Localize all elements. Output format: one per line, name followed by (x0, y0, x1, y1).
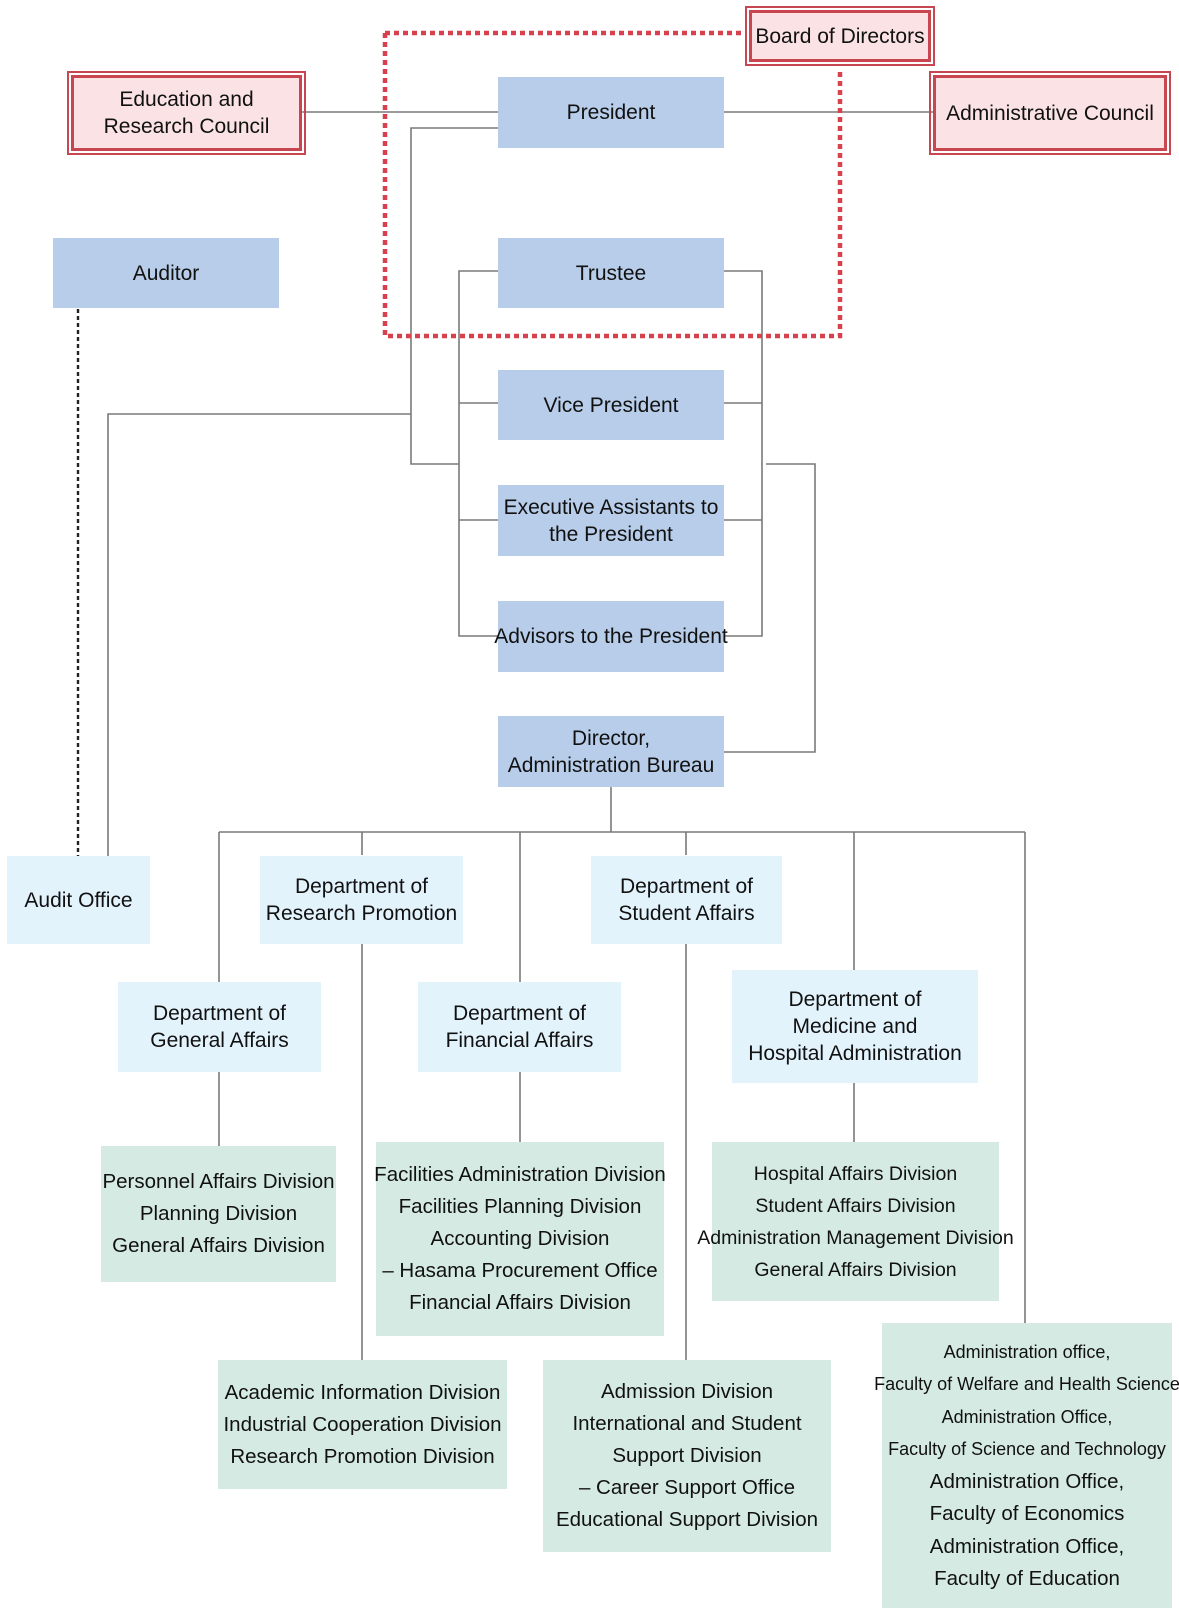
text-line: Director, (571, 726, 651, 750)
text-line: General Affairs Division (754, 1258, 957, 1281)
text-line: Support Division (612, 1444, 762, 1467)
text-line: Faculty of Education (934, 1567, 1120, 1590)
text-line: Research Promotion Division (230, 1444, 495, 1468)
text-line: Department of (152, 1002, 287, 1025)
text-line: Medicine and (792, 1015, 918, 1038)
text-line: Personnel Affairs Division (102, 1170, 335, 1193)
text-line: Vice President (543, 393, 679, 417)
text-line: Hospital Administration (748, 1042, 962, 1065)
text-line: Financial Affairs (445, 1029, 594, 1052)
text-line: Trustee (575, 261, 647, 285)
text-line: Hospital Affairs Division (753, 1162, 958, 1185)
board-label: Board of Directors (755, 24, 925, 48)
executive-assistants-box: Executive Assistants to the President (498, 485, 724, 556)
text-line: General Affairs (150, 1029, 289, 1052)
faculty-offices-divisions: Administration office, Faculty of Welfar… (874, 1323, 1179, 1608)
text-line: Faculty of Economics (929, 1502, 1125, 1525)
financial-affairs-dept: Department of Financial Affairs (418, 982, 621, 1072)
text-line: Department of (619, 875, 754, 898)
text-line: Facilities Administration Division (374, 1163, 666, 1186)
text-line: Planning Division (139, 1202, 298, 1225)
medicine-hospital-divisions: Hospital Affairs Division Student Affair… (697, 1142, 1014, 1301)
president-box: President (498, 77, 724, 148)
text-line: Facilities Planning Division (398, 1195, 642, 1218)
medicine-hospital-dept: Department of Medicine and Hospital Admi… (732, 970, 978, 1083)
research-promotion-divisions: Academic Information Division Industrial… (218, 1360, 507, 1489)
general-affairs-dept: Department of General Affairs (118, 982, 321, 1072)
text-line: Audit Office (24, 888, 133, 912)
text-line: – Career Support Office (578, 1476, 796, 1499)
text-line: the President (549, 522, 673, 546)
auditor-box: Auditor (53, 238, 279, 308)
board-of-directors: Board of Directors (745, 6, 935, 66)
research-promotion-dept: Department of Research Promotion (260, 856, 463, 944)
text-line: Industrial Cooperation Division (223, 1412, 502, 1436)
text-line: Financial Affairs Division (409, 1291, 631, 1314)
text-line: Faculty of Welfare and Health Science (874, 1374, 1179, 1394)
text-line: Research Promotion (265, 902, 458, 925)
text-line: Admission Division (600, 1380, 774, 1403)
text-line: Academic Information Division (224, 1380, 501, 1404)
text-line: Administration Bureau (507, 753, 715, 777)
text-line: Student Affairs Division (755, 1194, 956, 1217)
text-line: Educational Support Division (555, 1508, 819, 1531)
advisors-box: Advisors to the President (494, 601, 728, 672)
text-line: General Affairs Division (112, 1234, 325, 1257)
text-line: Administration office, (943, 1341, 1111, 1362)
audit-office-box: Audit Office (7, 856, 150, 944)
student-affairs-divisions: Admission Division International and Stu… (543, 1360, 831, 1552)
text-line: Administrative Council (946, 101, 1154, 125)
vice-president-box: Vice President (498, 370, 724, 440)
text-line: Faculty of Science and Technology (888, 1439, 1166, 1459)
text-line: Department of (788, 988, 922, 1011)
director-box: Director, Administration Bureau (498, 716, 724, 787)
administrative-council: Administrative Council (929, 71, 1171, 155)
text-line: Student Affairs (618, 902, 755, 925)
text-line: Administration Office, (941, 1406, 1113, 1427)
text-line: Department of (294, 875, 429, 898)
text-line: Administration Management Division (697, 1226, 1014, 1249)
general-affairs-divisions: Personnel Affairs Division Planning Divi… (101, 1146, 336, 1282)
text-line: Administration Office, (929, 1534, 1125, 1558)
student-affairs-dept: Department of Student Affairs (591, 856, 782, 944)
text-line: Advisors to the President (494, 625, 728, 648)
text-line: Education and (119, 88, 254, 111)
education-research-council: Education and Research Council (67, 71, 306, 155)
text-line: Research Council (103, 115, 270, 138)
trustee-box: Trustee (498, 238, 724, 308)
text-line: Department of (452, 1002, 587, 1025)
text-line: – Hasama Procurement Office (382, 1259, 658, 1282)
text-line: Executive Assistants to (503, 495, 719, 519)
text-line: Auditor (132, 261, 200, 285)
financial-affairs-divisions: Facilities Administration Division Facil… (374, 1142, 666, 1336)
text-line: Administration Office, (929, 1469, 1125, 1493)
text-line: President (566, 101, 656, 124)
text-line: Accounting Division (430, 1227, 610, 1250)
text-line: International and Student (572, 1412, 802, 1435)
